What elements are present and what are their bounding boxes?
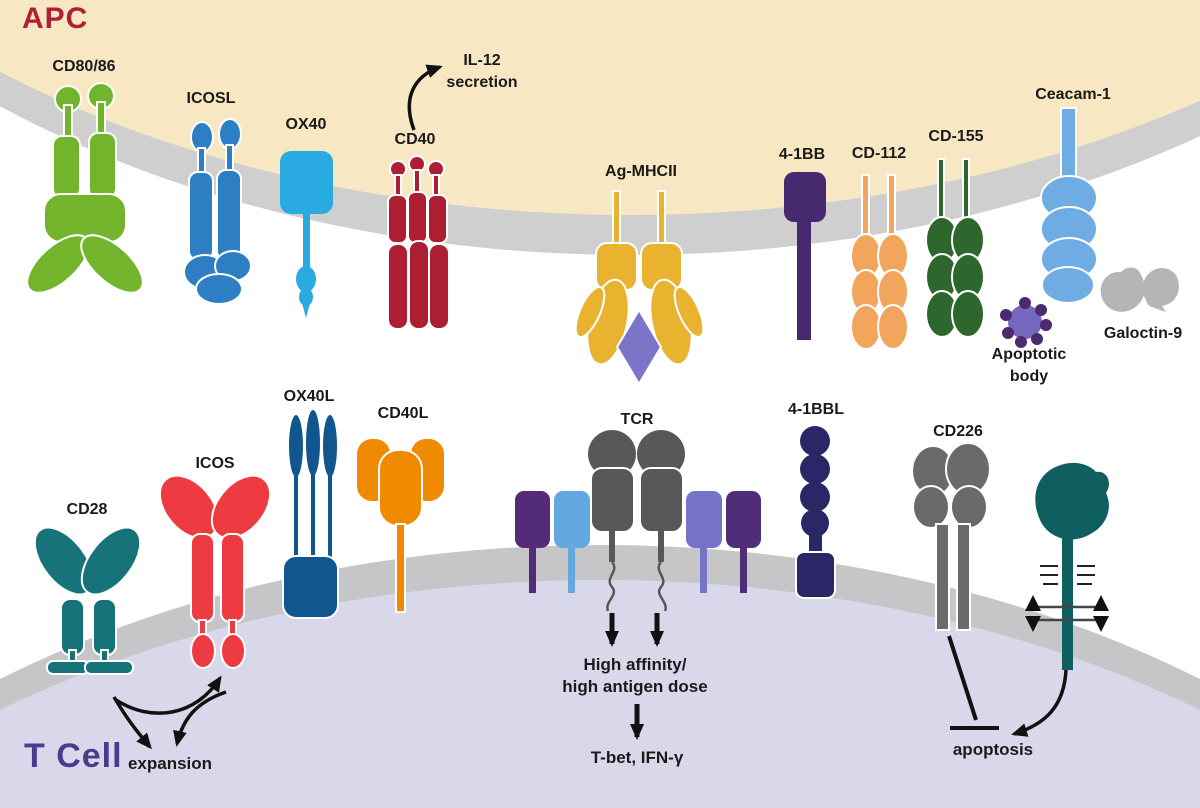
4-1bbl-molecule [795, 426, 836, 599]
il12-line2: secretion [446, 74, 518, 91]
galoctin9-label: Galoctin-9 [1103, 325, 1183, 342]
teal-receptor-molecule [1025, 462, 1110, 670]
cd40l-label: CD40L [377, 405, 429, 422]
icosl-molecule [183, 118, 252, 305]
ceacam1-molecule [1040, 107, 1098, 304]
4-1bbl-label: 4-1BBL [787, 401, 845, 418]
icos-molecule [158, 474, 272, 669]
tcr-flank-receptor-1 [515, 491, 550, 593]
high-affinity-line2: high antigen dose [562, 677, 708, 696]
tcr-flank-receptor-3 [686, 491, 722, 593]
cd112-label: CD-112 [851, 145, 907, 162]
apoptosis-inhibition-tbar [947, 635, 999, 730]
galoctin9-molecule [1100, 267, 1179, 312]
4-1bb-molecule [784, 172, 826, 340]
apoptotic-body-label: Apoptotic body [992, 344, 1067, 388]
ag-mhcii-label: Ag-MHCII [605, 163, 677, 180]
tcr-flank-receptor-2 [554, 491, 590, 593]
high-affinity-line1: High affinity/ [583, 655, 687, 674]
icosl-label: ICOSL [186, 90, 236, 107]
il12-secretion-arrow [407, 64, 443, 131]
cd40-label: CD40 [394, 131, 436, 148]
apoptosis-arrow [1011, 669, 1068, 737]
cd226-molecule [911, 442, 991, 631]
ox40-label: OX40 [285, 116, 327, 133]
ox40-molecule [280, 151, 333, 318]
cd155-molecule [925, 158, 985, 338]
cd80-86-molecule [26, 82, 144, 294]
apoptotic-body [1000, 297, 1052, 348]
apoptotic-line1: Apoptotic [991, 346, 1067, 363]
cd226-label: CD226 [933, 423, 983, 440]
cd112-molecule [850, 174, 909, 350]
cd80-86-label: CD80/86 [52, 58, 116, 75]
tbet-ifng-label: T-bet, IFN-γ [590, 748, 684, 767]
tcr-molecule [588, 430, 685, 612]
tcr-signal-arrows [605, 613, 664, 740]
icos-label: ICOS [195, 455, 235, 472]
apoptosis-label: apoptosis [952, 740, 1034, 759]
antigen-diamond [615, 308, 663, 386]
expansion-arrows [112, 675, 227, 750]
apoptotic-line2: body [1009, 368, 1049, 385]
il12-line1: IL-12 [463, 52, 501, 69]
ox40l-label: OX40L [283, 388, 335, 405]
ceacam1-label: Ceacam-1 [1035, 86, 1111, 103]
repeat-marks [1025, 595, 1109, 632]
t-cell-title: T Cell [24, 737, 123, 775]
glycan-lines [1040, 565, 1095, 585]
cd28-label: CD28 [66, 501, 108, 518]
tcr-flank-receptor-4 [726, 491, 761, 593]
tcr-label: TCR [620, 411, 654, 428]
4-1bb-label: 4-1BB [778, 146, 826, 163]
ox40l-molecule [282, 410, 339, 619]
il12-secretion-label: IL-12 secretion [446, 50, 517, 94]
cd155-label: CD-155 [928, 128, 984, 145]
high-affinity-label: High affinity/ high antigen dose [562, 654, 707, 698]
cd28-molecule [33, 526, 142, 675]
cd40l-molecule [355, 437, 446, 613]
expansion-label: expansion [127, 754, 213, 773]
cd40-molecule [387, 155, 450, 330]
apc-title: APC [22, 2, 89, 35]
